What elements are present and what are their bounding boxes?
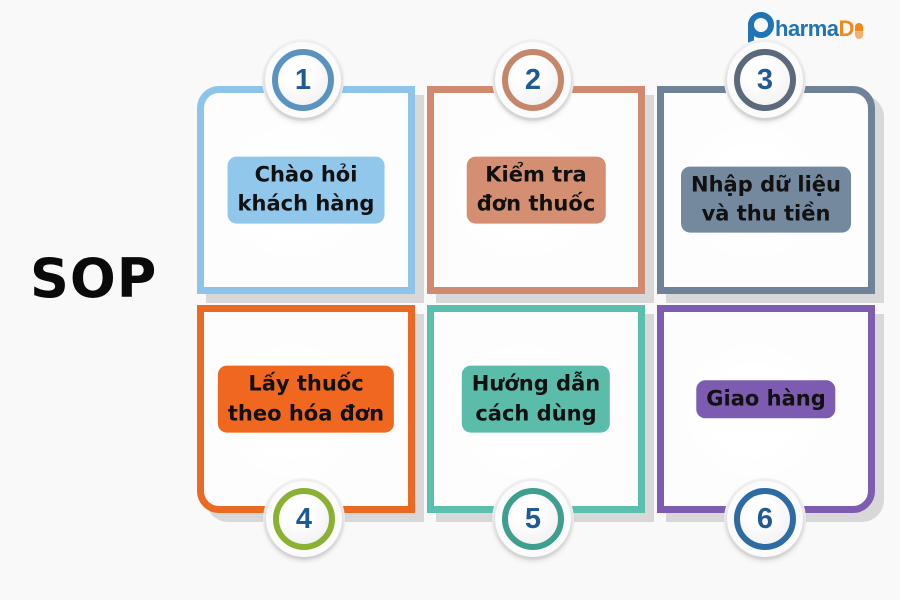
step-2-badge: 2 [495, 42, 571, 118]
step-2-label: Kiểm tra đơn thuốc [466, 156, 606, 224]
step-6-badge: 6 [727, 481, 803, 557]
step-4-label: Lấy thuốc theo hóa đơn [217, 365, 395, 433]
step-1-badge: 1 [265, 42, 341, 118]
step-6-label: Giao hàng [696, 380, 836, 418]
logo-text: harma [775, 16, 839, 41]
step-3-badge: 3 [727, 42, 803, 118]
step-1-label: Chào hỏi khách hàng [227, 156, 385, 224]
step-3-label: Nhập dữ liệu và thu tiền [681, 166, 851, 234]
step-4-badge: 4 [266, 481, 342, 557]
pill-icon [854, 23, 863, 39]
step-5-label: Hướng dẫn cách dùng [461, 365, 611, 433]
sop-title: SOP [30, 247, 158, 310]
step-5-badge: 5 [495, 481, 571, 557]
pharmadi-logo: harmaD [748, 6, 863, 46]
logo-accent: D [838, 16, 855, 41]
logo-p-icon [748, 12, 774, 46]
